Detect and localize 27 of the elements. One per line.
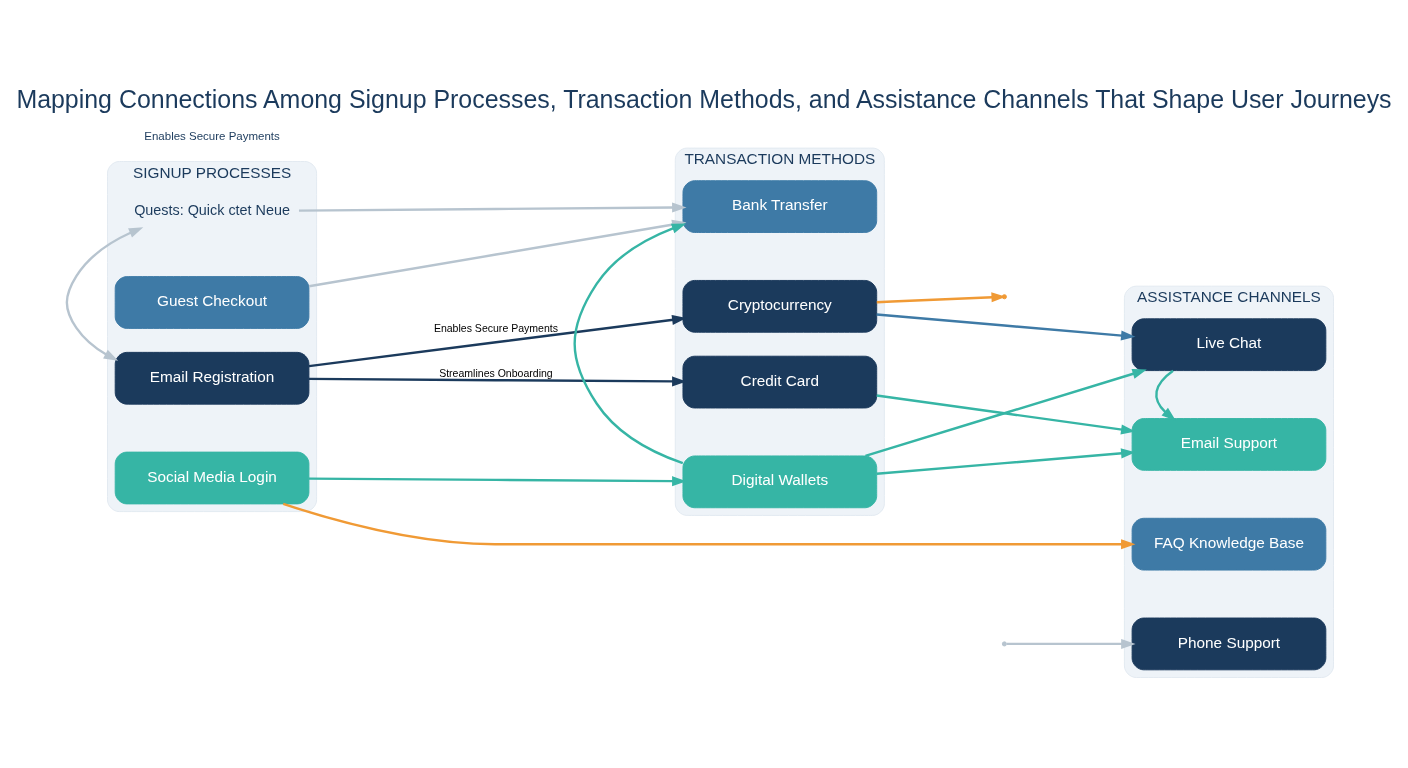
arrow <box>876 291 1006 303</box>
arrow <box>282 502 1136 549</box>
label: Enables Secure Payments <box>144 129 280 142</box>
node-box: Bank Transfer <box>682 179 878 233</box>
node-box: Guest Checkout <box>114 275 310 329</box>
arrow <box>876 393 1136 435</box>
node-box: Phone Support <box>1131 617 1327 670</box>
node-box: Cryptocurrency <box>682 279 878 333</box>
arrow <box>573 222 687 464</box>
node-box: Digital Wallets <box>682 454 878 508</box>
diagram-title: Mapping Connections Among Signup Processes, Transaction Methods, and Assistance Channels That Shape User Journeys <box>16 84 1392 113</box>
arrow <box>1006 638 1136 649</box>
edge-label: Enables Secure Payments <box>433 321 558 334</box>
arrow <box>65 226 144 361</box>
node-box: Email Registration <box>114 351 310 405</box>
arrow <box>876 312 1136 341</box>
arrow <box>865 368 1147 457</box>
node-box: Live Chat <box>1131 317 1327 371</box>
arrow <box>1155 369 1176 421</box>
arrow <box>298 201 687 213</box>
node-text: Quests: Quick ctet Neue <box>134 201 290 218</box>
node-box: FAQ Knowledge Base <box>1131 517 1327 571</box>
node-box: Email Support <box>1131 417 1327 471</box>
node-box: Credit Card <box>682 355 878 408</box>
arrow <box>876 447 1136 475</box>
edge-label: Streamlines Onboarding <box>439 366 553 379</box>
node-box: Social Media Login <box>114 451 310 504</box>
